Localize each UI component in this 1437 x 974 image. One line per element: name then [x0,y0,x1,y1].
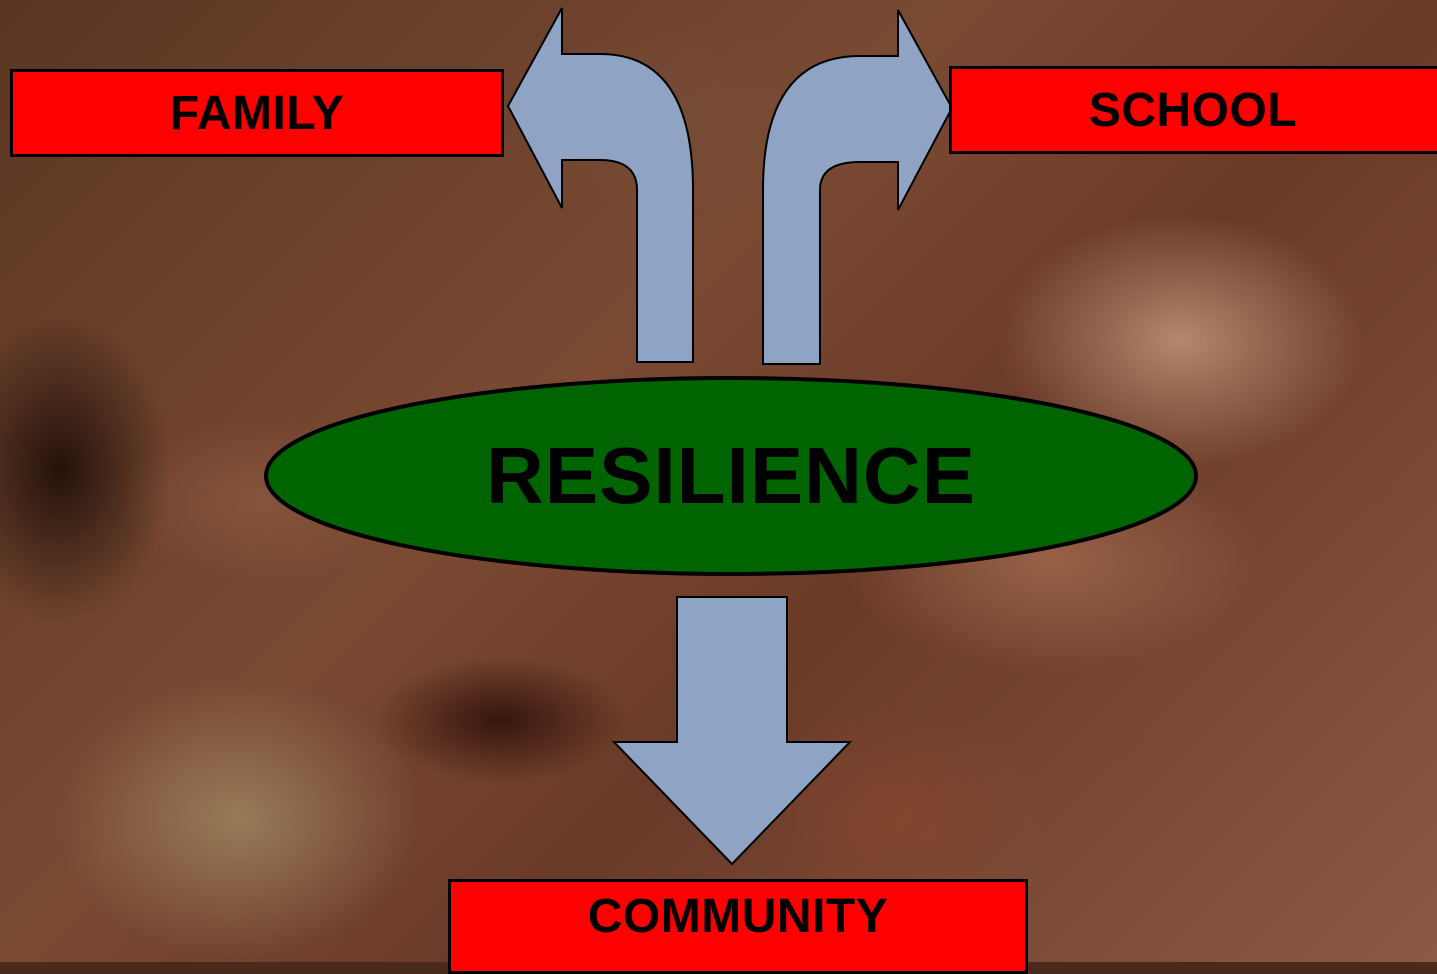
school-label: SCHOOL [1088,83,1298,137]
arrow-to-community [611,596,853,866]
family-label: FAMILY [169,86,345,140]
arrow-to-school [762,9,954,365]
school-box: SCHOOL [949,66,1437,154]
resilience-ellipse [264,376,1198,576]
arrow-to-family [506,7,694,363]
community-label: COMMUNITY [587,890,889,943]
resilience-label: RESILIENCE [485,431,977,520]
community-box: COMMUNITY [448,879,1028,974]
family-box: FAMILY [10,69,504,157]
